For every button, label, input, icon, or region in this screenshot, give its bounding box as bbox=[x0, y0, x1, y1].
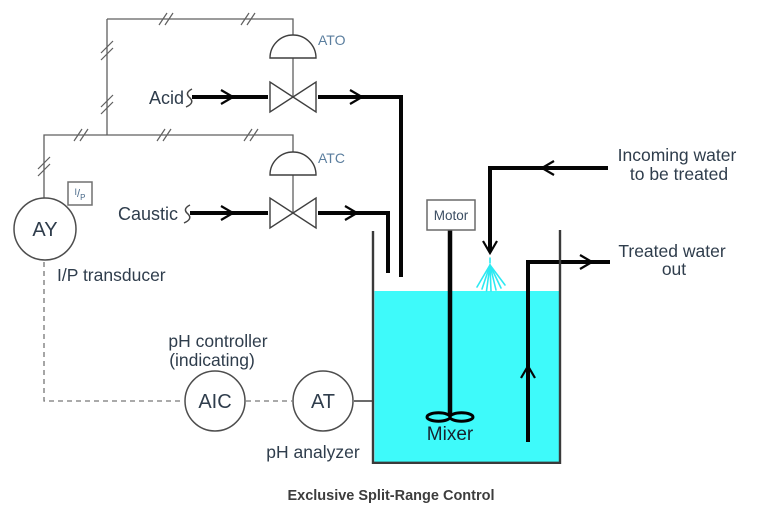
caustic-line-label: Caustic bbox=[118, 204, 178, 224]
caustic-valve-actuator-label: ATC bbox=[318, 150, 345, 166]
signal-hash-marks bbox=[37, 12, 259, 177]
caustic-valve-actuator-dome bbox=[269, 151, 317, 176]
ph-analyzer-description: pH analyzer bbox=[266, 442, 360, 462]
acid-valve-actuator-label: ATO bbox=[318, 32, 346, 48]
diagram-caption: Exclusive Split-Range Control bbox=[287, 488, 494, 504]
acid-pipe-out bbox=[318, 95, 403, 277]
at-tag: AT bbox=[311, 391, 335, 413]
tank-walls bbox=[371, 230, 562, 464]
treated-water-label-line2: out bbox=[662, 259, 686, 279]
instrument-at: AT pH analyzer bbox=[266, 370, 360, 462]
mixer-label: Mixer bbox=[427, 424, 474, 445]
treated-water-label-line1: Treated water bbox=[618, 241, 725, 261]
flow-arrows bbox=[220, 89, 595, 379]
ay-instrument-bubble bbox=[13, 197, 77, 261]
mixer-assembly: Motor Mixer bbox=[425, 199, 476, 445]
process-pipes bbox=[183, 88, 610, 442]
incoming-water-pipe bbox=[488, 166, 608, 251]
aic-instrument-bubble bbox=[184, 370, 246, 432]
ip-converter-label: I/P bbox=[75, 187, 86, 202]
caustic-pipe-break bbox=[183, 204, 191, 224]
motor-label: Motor bbox=[434, 208, 469, 223]
acid-valve-assembly: ATO bbox=[269, 32, 346, 114]
incoming-water-label-line1: Incoming water bbox=[618, 145, 737, 165]
caustic-valve-body-right bbox=[291, 196, 317, 230]
acid-valve-body-left bbox=[269, 80, 295, 114]
caustic-pipe-out bbox=[318, 211, 390, 273]
incoming-water-label-line2: to be treated bbox=[630, 164, 728, 184]
acid-valve-actuator-dome bbox=[269, 34, 317, 59]
acid-pipe-break bbox=[185, 88, 193, 108]
ph-controller-description-line1: pH controller bbox=[168, 331, 267, 351]
caustic-valve-body-left bbox=[269, 196, 295, 230]
pneumatic-signal-lines bbox=[37, 12, 294, 198]
instrument-ay: AY I/P I/P transducer bbox=[13, 181, 166, 285]
at-instrument-bubble bbox=[292, 370, 354, 432]
electrical-signal-lines bbox=[43, 262, 373, 402]
acid-valve-body-right bbox=[291, 80, 317, 114]
ip-converter-box bbox=[67, 181, 93, 206]
caustic-valve-assembly: ATC bbox=[269, 150, 345, 230]
instrument-aic: AIC pH controller (indicating) bbox=[168, 331, 268, 432]
motor-box bbox=[426, 199, 476, 231]
acid-line-label: Acid bbox=[149, 88, 184, 108]
aic-tag: AIC bbox=[198, 391, 231, 413]
spray-icon bbox=[476, 257, 506, 292]
ay-tag: AY bbox=[32, 219, 57, 241]
mixer-impeller-right bbox=[448, 411, 475, 423]
ip-transducer-description: I/P transducer bbox=[57, 265, 166, 285]
ph-controller-description-line2: (indicating) bbox=[169, 350, 255, 370]
treated-water-pipe bbox=[526, 260, 610, 442]
